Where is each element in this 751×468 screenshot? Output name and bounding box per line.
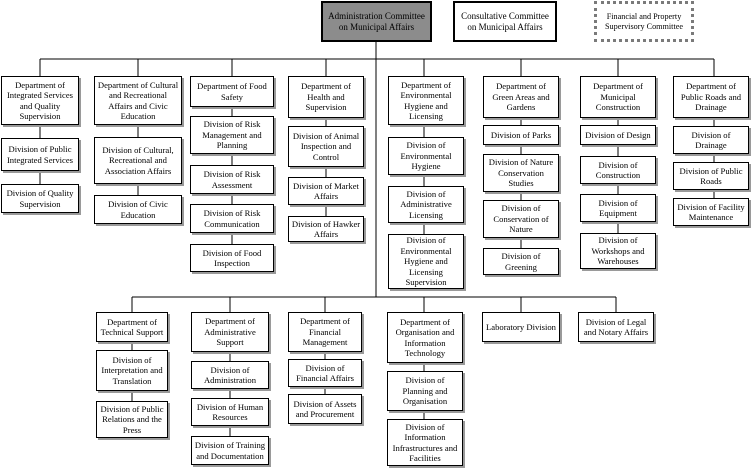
- dept-green-areas: Department of Green Areas and Gardens: [483, 76, 559, 118]
- dept-public-roads-drainage: Department of Public Roads and Drainage: [673, 76, 749, 118]
- div-hawker-affairs: Division of Hawker Affairs: [288, 216, 364, 242]
- div-public-integrated-services: Division of Public Integrated Services: [1, 138, 79, 171]
- dept-food-safety: Department of Food Safety: [190, 76, 274, 107]
- div-risk-management: Division of Risk Management and Planning: [190, 116, 274, 154]
- div-food-inspection: Division of Food Inspection: [190, 244, 274, 272]
- div-drainage: Division of Drainage: [673, 126, 749, 154]
- div-nature-conservation-studies: Division of Nature Conservation Studies: [483, 154, 559, 192]
- div-administrative-licensing: Division of Administrative Licensing: [388, 186, 464, 223]
- div-public-relations-press: Division of Public Relations and the Pre…: [96, 401, 168, 438]
- div-market-affairs: Division of Market Affairs: [288, 177, 364, 205]
- div-planning-organisation: Division of Planning and Organisation: [387, 371, 463, 411]
- div-civic-education: Division of Civic Education: [94, 195, 182, 224]
- consultative-committee-box: Consultative Committee on Municipal Affa…: [453, 1, 557, 42]
- div-administration: Division of Administration: [191, 361, 269, 389]
- dept-technical-support: Department of Technical Support: [96, 312, 168, 342]
- div-conservation-of-nature: Division of Conservation of Nature: [483, 200, 559, 238]
- dept-integrated-services: Department of Integrated Services and Qu…: [1, 76, 79, 125]
- dept-financial-management: Department of Financial Management: [288, 312, 362, 352]
- div-human-resources: Division of Human Resources: [191, 398, 269, 426]
- div-greening: Division of Greening: [483, 248, 559, 275]
- div-hygiene-licensing-supervision: Division of Environmental Hygiene and Li…: [388, 234, 464, 289]
- div-legal-notary-affairs: Division of Legal and Notary Affairs: [578, 312, 654, 342]
- div-cultural-recreational-association: Division of Cultural, Recreational and A…: [94, 137, 182, 184]
- dept-organisation-it: Department of Organisation and Informati…: [387, 312, 463, 363]
- div-assets-procurement: Division of Assets and Procurement: [288, 394, 362, 424]
- div-workshops-warehouses: Division of Workshops and Warehouses: [580, 233, 656, 269]
- financial-committee-box: Financial and Property Supervisory Commi…: [594, 1, 694, 42]
- div-animal-inspection: Division of Animal Inspection and Contro…: [288, 126, 364, 167]
- div-risk-communication: Division of Risk Communication: [190, 204, 274, 233]
- admin-committee-box: Administration Committee on Municipal Af…: [321, 1, 432, 42]
- div-training-documentation: Division of Training and Documentation: [191, 436, 269, 465]
- div-financial-affairs: Division of Financial Affairs: [288, 359, 362, 387]
- div-risk-assessment: Division of Risk Assessment: [190, 165, 274, 194]
- div-information-infrastructures: Division of Information Infrastructures …: [387, 419, 463, 466]
- div-construction: Division of Construction: [580, 156, 656, 184]
- laboratory-division: Laboratory Division: [482, 312, 560, 342]
- div-parks: Division of Parks: [483, 125, 559, 145]
- div-environmental-hygiene: Division of Environmental Hygiene: [388, 137, 464, 175]
- dept-cultural-recreational: Department of Cultural and Recreational …: [94, 76, 182, 125]
- div-design: Division of Design: [580, 125, 656, 145]
- div-facility-maintenance: Division of Facility Maintenance: [673, 198, 749, 226]
- div-interpretation-translation: Division of Interpretation and Translati…: [96, 350, 168, 391]
- dept-municipal-construction: Department of Municipal Construction: [580, 76, 656, 118]
- dept-administrative-support: Department of Administrative Support: [191, 312, 269, 352]
- div-public-roads: Division of Public Roads: [673, 162, 749, 190]
- div-quality-supervision: Division of Quality Supervision: [1, 184, 79, 213]
- dept-environmental-hygiene: Department of Environmental Hygiene and …: [388, 76, 464, 125]
- div-equipment: Division of Equipment: [580, 194, 656, 222]
- dept-health-supervision: Department of Health and Supervision: [288, 76, 364, 118]
